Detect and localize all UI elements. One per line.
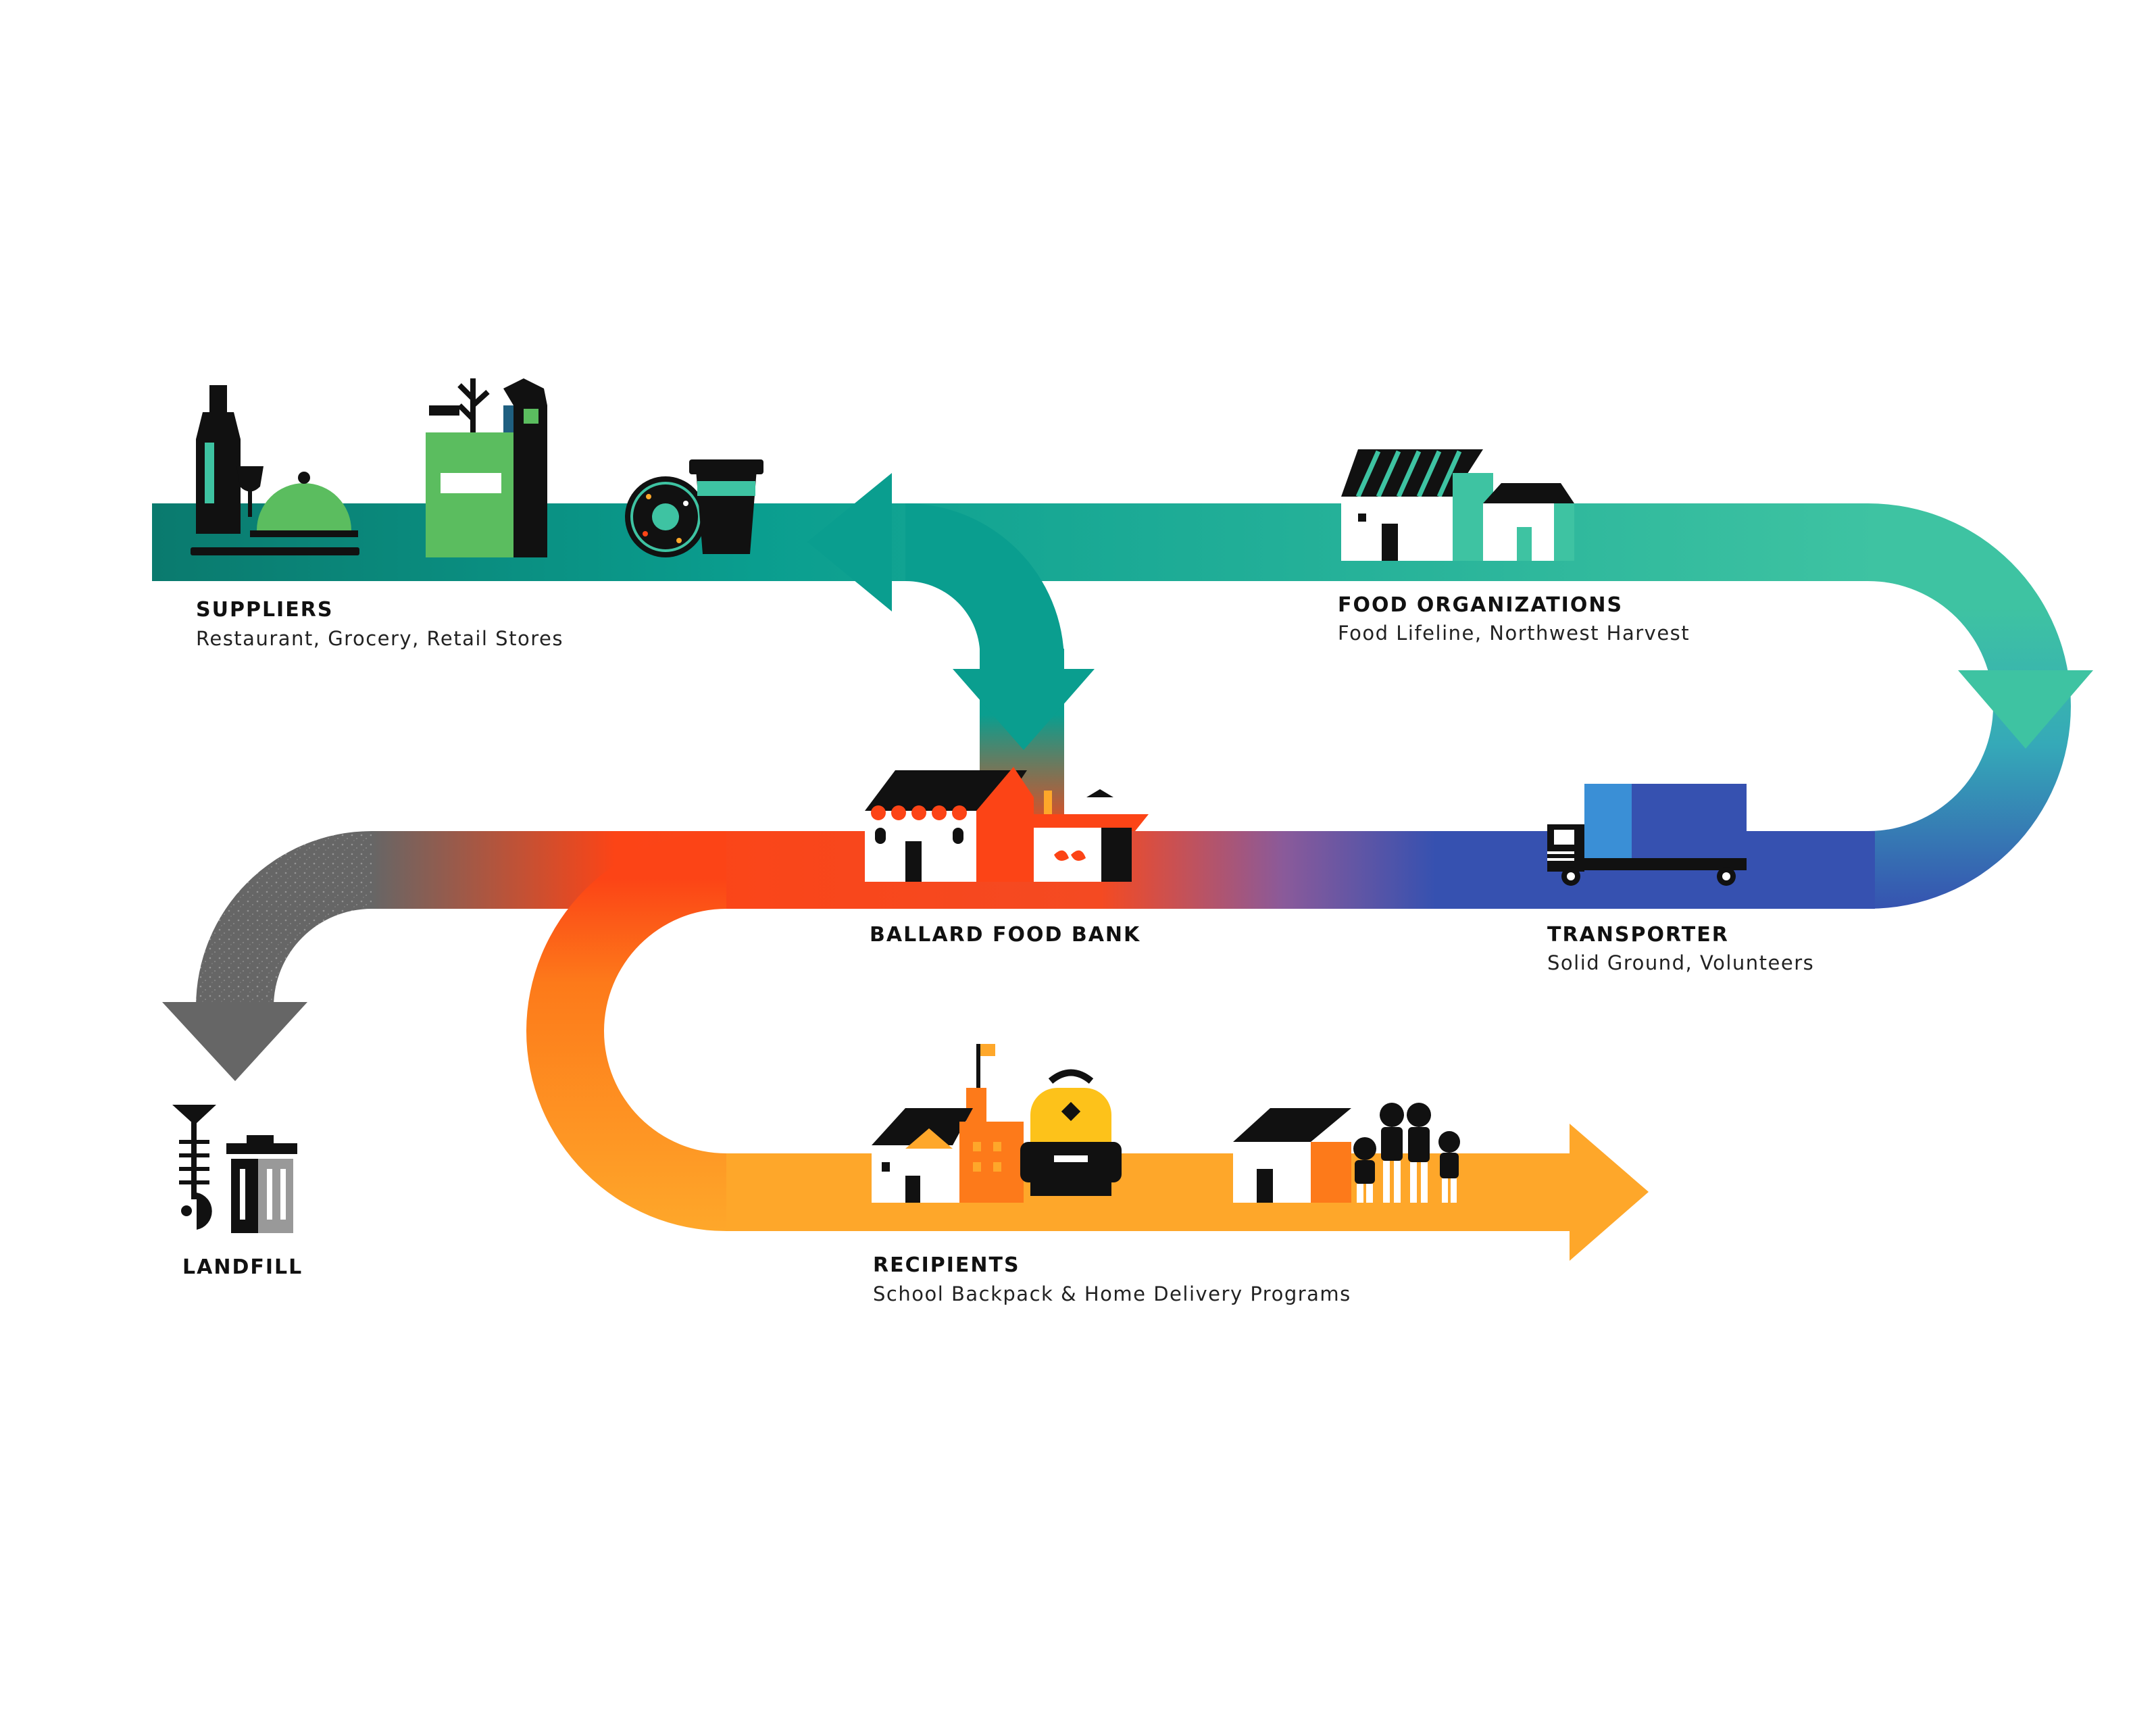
landfill-arrowhead <box>162 1002 307 1081</box>
recipients-right-arrowhead <box>1570 1124 1649 1261</box>
family-member <box>1380 1103 1404 1203</box>
fish-bone-icon <box>172 1105 216 1230</box>
wine-bottle-icon <box>196 385 264 534</box>
family-member <box>1353 1137 1376 1203</box>
recipients-label: RECIPIENTS School Backpack & Home Delive… <box>873 1253 1351 1305</box>
recipients-curve-band <box>526 831 726 1231</box>
family-member <box>1407 1103 1431 1203</box>
family-member <box>1438 1131 1460 1203</box>
food-bank-store-icon <box>865 767 1034 882</box>
coffee-cup-icon <box>689 459 763 554</box>
suppliers-title: SUPPLIERS <box>196 598 333 622</box>
milk-carton-icon <box>503 378 547 557</box>
top-to-foodbank-curve <box>905 503 1064 662</box>
food-bank-label: BALLARD FOOD BANK <box>870 923 1140 947</box>
landfill-title: LANDFILL <box>182 1255 303 1279</box>
foodbank-down-arrowhead <box>953 669 1095 750</box>
backpack-icon <box>1020 1069 1122 1196</box>
transporter-label: TRANSPORTER Solid Ground, Volunteers <box>1547 923 1814 974</box>
flow-bands <box>152 473 2093 1261</box>
food-bank-title: BALLARD FOOD BANK <box>870 923 1140 947</box>
dinner-cloche-icon <box>191 472 359 555</box>
recipients-title: RECIPIENTS <box>873 1253 1020 1277</box>
food-organizations-subtitle: Food Lifeline, Northwest Harvest <box>1338 622 1690 645</box>
donut-icon <box>625 476 706 557</box>
suppliers-label: SUPPLIERS Restaurant, Grocery, Retail St… <box>196 598 563 650</box>
food-box-icon <box>1020 789 1149 882</box>
right-curve-band <box>1868 503 2071 909</box>
transporter-subtitle: Solid Ground, Volunteers <box>1547 951 1814 974</box>
suppliers-left-arrowhead <box>807 473 892 611</box>
school-icon <box>872 1044 1024 1203</box>
food-organizations-label: FOOD ORGANIZATIONS Food Lifeline, Northw… <box>1338 593 1690 645</box>
grocery-bag-icon <box>426 378 513 557</box>
landfill-speckle <box>196 831 372 1007</box>
food-organizations-title: FOOD ORGANIZATIONS <box>1338 593 1623 617</box>
landfill-label: LANDFILL <box>182 1255 303 1279</box>
truck-icon <box>1547 784 1747 886</box>
recipients-subtitle: School Backpack & Home Delivery Programs <box>873 1282 1351 1305</box>
suppliers-subtitle: Restaurant, Grocery, Retail Stores <box>196 627 563 650</box>
warehouse-icon <box>1341 449 1574 561</box>
suppliers-icons <box>191 378 763 557</box>
family-icon <box>1353 1103 1460 1203</box>
recipients-band <box>726 1153 1571 1231</box>
home-icon <box>1233 1108 1351 1203</box>
transporter-title: TRANSPORTER <box>1547 923 1729 947</box>
right-down-arrowhead <box>1958 670 2093 749</box>
trash-can-icon <box>226 1135 297 1233</box>
